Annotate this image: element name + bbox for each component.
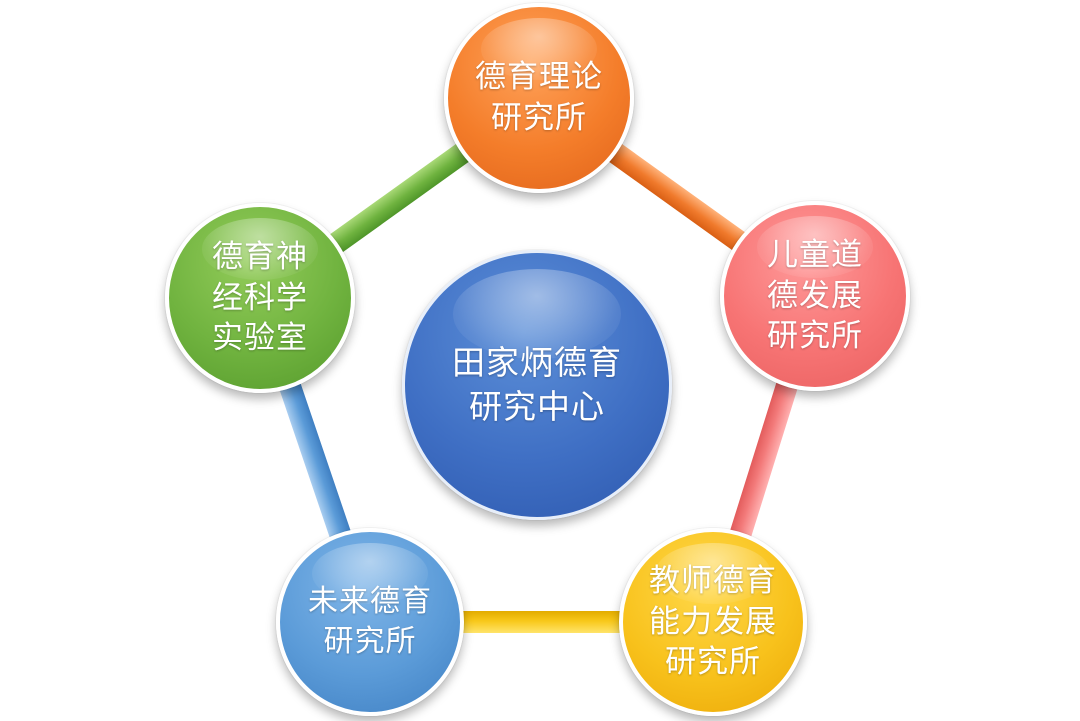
node-future-moral-education-institute: 未来德育 研究所	[276, 528, 464, 716]
node-teacher-moral-education-institute: 教师德育 能力发展 研究所	[619, 528, 807, 716]
node-label: 德育神 经科学 实验室	[212, 238, 308, 357]
node-label: 未来德育 研究所	[308, 584, 432, 659]
node-moral-neuroscience-lab: 德育神 经科学 实验室	[165, 203, 355, 393]
node-child-moral-development-institute: 儿童道 德发展 研究所	[720, 201, 910, 391]
node-label: 教师德育 能力发展 研究所	[649, 562, 777, 681]
center-node: 田家炳德育 研究中心	[402, 250, 672, 520]
node-moral-theory-institute: 德育理论 研究所	[444, 3, 634, 193]
center-node-label: 田家炳德育 研究中心	[452, 343, 622, 426]
node-label: 儿童道 德发展 研究所	[767, 236, 863, 355]
node-label: 德育理论 研究所	[475, 59, 603, 136]
